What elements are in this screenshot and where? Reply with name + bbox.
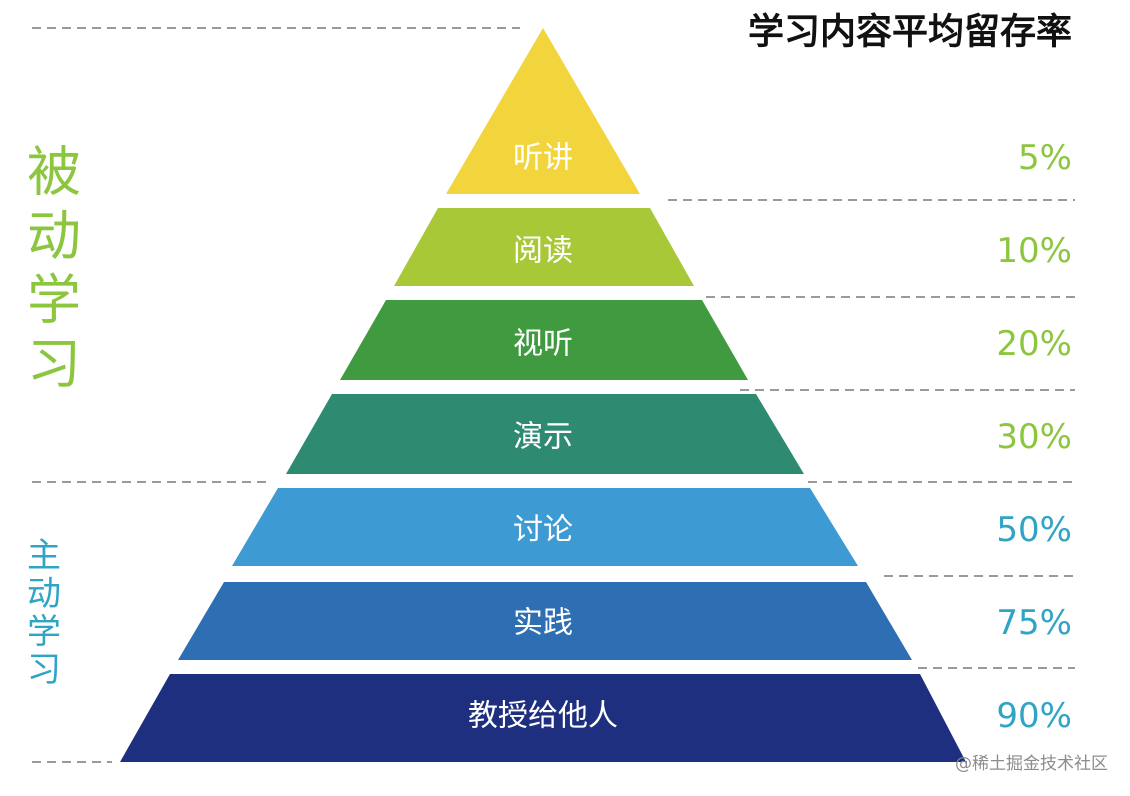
tier-3-label: 视听	[513, 327, 573, 362]
tier-4-percent: 30%	[996, 417, 1072, 457]
pyramid	[120, 28, 966, 762]
tier-1-shape	[446, 28, 640, 194]
watermark: @稀土掘金技术社区	[955, 754, 1108, 774]
active-label-char-4: 习	[27, 650, 61, 690]
tier-6-label: 实践	[513, 606, 573, 641]
tier-3-shape	[340, 300, 748, 380]
tier-3-percent: 20%	[996, 324, 1072, 364]
tier-1-percent: 5%	[1018, 138, 1072, 178]
tier-6-percent: 75%	[996, 603, 1072, 643]
active-label-char-3: 学	[27, 612, 61, 652]
tier-4-label: 演示	[513, 420, 573, 455]
active-label-char-2: 动	[27, 574, 61, 614]
tier-2-shape	[394, 208, 694, 286]
tier-5-label: 讨论	[513, 513, 573, 548]
tier-6-shape	[178, 582, 912, 660]
active-label-char-1: 主	[27, 536, 61, 576]
tier-2-label: 阅读	[513, 234, 573, 269]
tier-labels: 听讲 阅读 视听 演示 讨论 实践 教授给他人	[468, 141, 618, 734]
percent-column: 5% 10% 20% 30% 50% 75% 90%	[996, 138, 1072, 736]
tier-4-shape	[286, 394, 804, 474]
tier-2-percent: 10%	[996, 231, 1072, 271]
tier-5-shape	[232, 488, 858, 566]
tier-5-percent: 50%	[996, 510, 1072, 550]
tier-1-label: 听讲	[513, 141, 573, 176]
passive-label-char-1: 被	[27, 141, 81, 204]
passive-label-char-2: 动	[27, 205, 81, 268]
tier-7-shape	[120, 674, 966, 762]
tier-7-label: 教授给他人	[468, 699, 618, 734]
tier-7-percent: 90%	[996, 696, 1072, 736]
passive-label-char-3: 学	[27, 269, 81, 332]
passive-label-char-4: 习	[27, 333, 81, 396]
chart-title: 学习内容平均留存率	[748, 11, 1072, 53]
